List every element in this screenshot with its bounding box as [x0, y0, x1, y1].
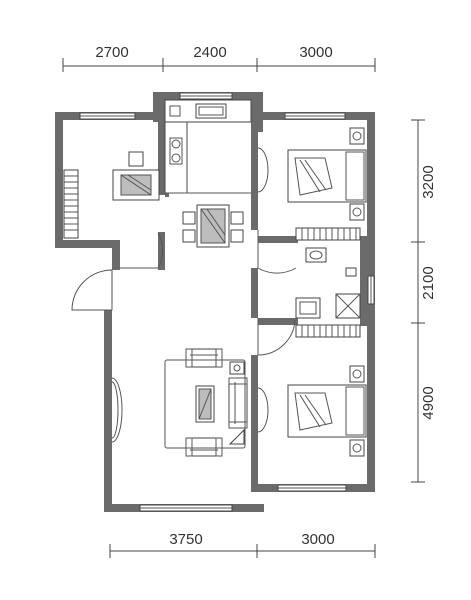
bedroom-1 [257, 127, 367, 241]
dim-top-3: 3000 [299, 44, 332, 61]
doors [71, 230, 297, 356]
dining-chair [230, 211, 244, 225]
dimension-right: 3200 2100 4900 [411, 119, 437, 483]
side-table [228, 428, 245, 445]
sofa-top [185, 348, 223, 368]
wardrobe [63, 169, 79, 239]
nightstand [349, 203, 365, 221]
kitchen [164, 99, 252, 194]
sink [195, 103, 227, 119]
nightstand [349, 439, 365, 457]
sofa-right [228, 377, 248, 429]
curtain [257, 147, 269, 193]
left-bedroom [63, 151, 160, 239]
stove-burner-icon [171, 139, 181, 149]
bed-1 [287, 149, 367, 203]
dim-right-3: 4900 [420, 386, 437, 419]
kitchen-counter-left [164, 121, 188, 194]
nightstand [349, 365, 365, 383]
bathroom [295, 247, 361, 330]
sofa-bottom [185, 437, 223, 457]
living-room [111, 348, 248, 457]
dim-bottom-2: 3000 [301, 531, 334, 548]
dim-right-1: 3200 [420, 165, 437, 198]
dining-area [182, 204, 244, 248]
dim-right-2: 2100 [420, 266, 437, 299]
dining-chair [182, 211, 196, 225]
dim-top-2: 2400 [193, 44, 226, 61]
nightstand [349, 127, 365, 145]
dining-chair [230, 229, 244, 243]
toilet [345, 267, 357, 277]
dining-chair [182, 229, 196, 243]
dim-top-1: 2700 [95, 44, 128, 61]
dimension-bottom: 3750 3000 [109, 531, 376, 558]
curtain [111, 377, 123, 443]
bedroom-left-door [120, 232, 164, 269]
entry-door [71, 269, 113, 311]
interior-walls [158, 120, 367, 492]
windows [79, 92, 375, 512]
bedroom2-door [257, 318, 296, 356]
curtain [257, 387, 269, 433]
bath-sink [305, 247, 327, 263]
bed-2 [287, 384, 367, 438]
bedroom1-door [257, 230, 297, 274]
washing-machine [295, 297, 321, 319]
desk-chair [128, 151, 144, 167]
bedroom-2 [257, 324, 367, 457]
rug [164, 359, 246, 449]
dimension-top: 2700 2400 3000 [62, 44, 376, 72]
dim-bottom-1: 3750 [169, 531, 202, 548]
side-table [229, 361, 245, 375]
